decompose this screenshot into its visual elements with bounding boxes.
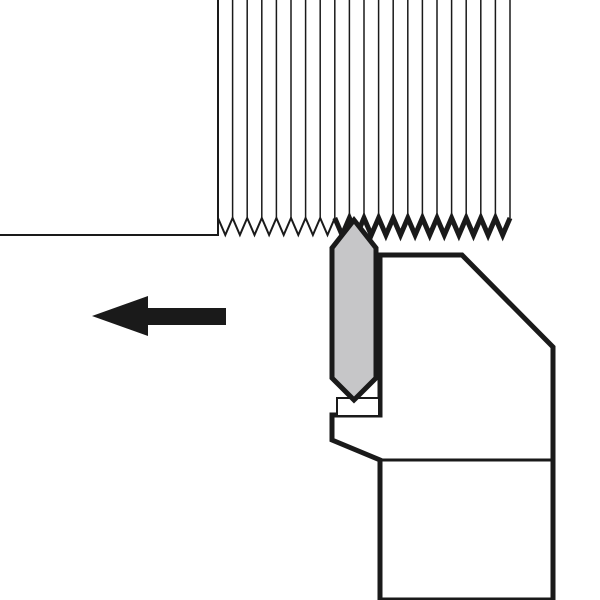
insert-seat [336, 397, 380, 417]
feed-direction-arrow-icon [92, 296, 226, 336]
arrow-shaft [142, 308, 226, 325]
thread-lines [217, 0, 511, 218]
cutting-insert [329, 215, 379, 404]
thread-profile-uncut [217, 215, 336, 238]
thread-profile-cut [332, 211, 513, 242]
arrow-head [92, 296, 148, 336]
